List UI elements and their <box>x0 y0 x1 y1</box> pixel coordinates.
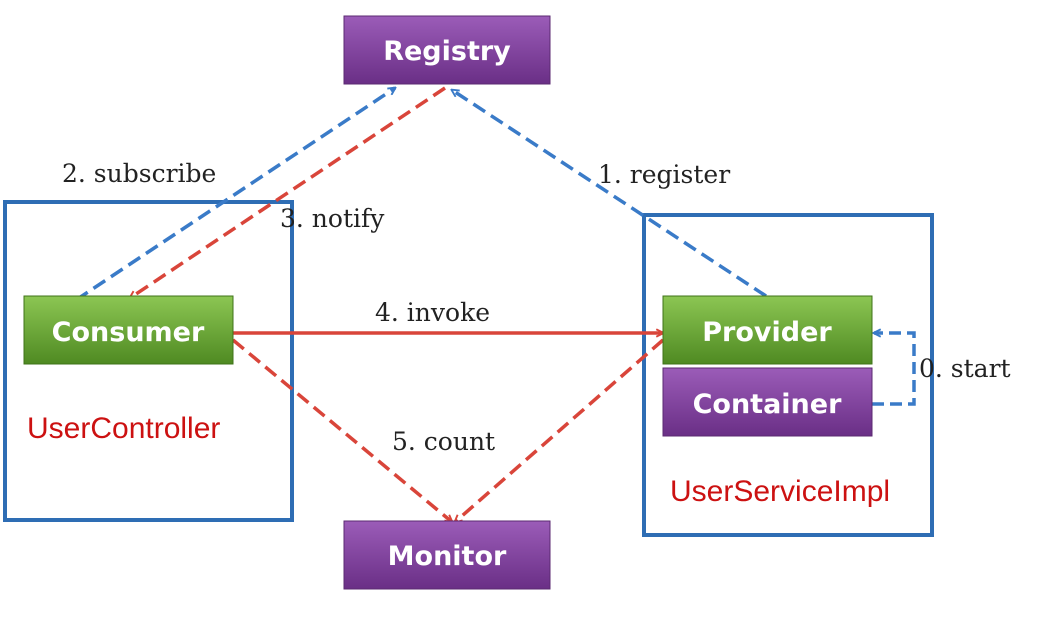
monitor-node: Monitor <box>343 520 551 590</box>
provider-label: Provider <box>702 317 832 348</box>
provider-group-label: UserServiceImpl <box>670 475 890 508</box>
consumer-group-label: UserController <box>27 412 220 445</box>
register-label: 1. register <box>598 160 730 189</box>
count-edge-from-provider <box>455 338 665 522</box>
start-label: 0. start <box>919 354 1011 383</box>
container-label: Container <box>693 389 843 420</box>
subscribe-label: 2. subscribe <box>62 159 216 188</box>
monitor-label: Monitor <box>388 541 507 572</box>
notify-label: 3. notify <box>280 204 385 233</box>
consumer-group-box <box>3 200 294 522</box>
invoke-label: 4. invoke <box>375 298 490 327</box>
register-edge <box>452 90 767 298</box>
registry-node: Registry <box>343 15 551 85</box>
provider-group-box <box>642 213 934 537</box>
notify-edge <box>130 86 446 298</box>
count-label: 5. count <box>392 427 495 456</box>
start-edge <box>872 333 916 406</box>
consumer-label: Consumer <box>52 317 205 348</box>
count-edge-from-consumer <box>231 338 452 522</box>
container-node: Container <box>662 367 873 437</box>
consumer-node: Consumer <box>23 295 234 365</box>
subscribe-edge <box>75 88 395 302</box>
registry-label: Registry <box>383 36 511 67</box>
provider-node: Provider <box>662 295 873 365</box>
